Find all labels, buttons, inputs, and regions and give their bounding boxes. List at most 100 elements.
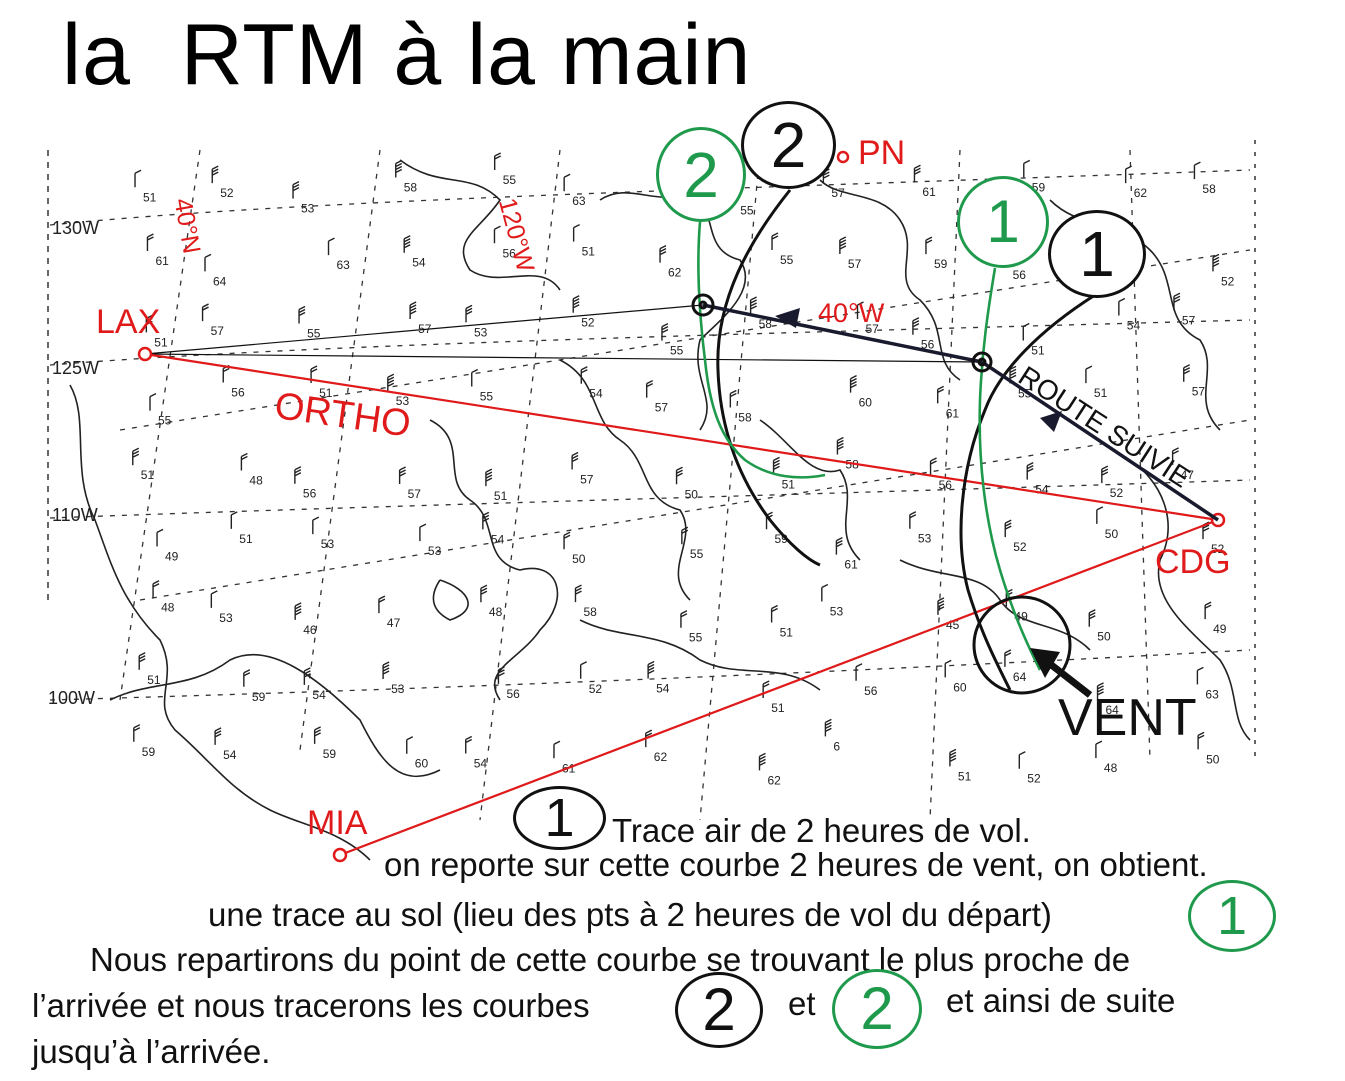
wind-barb [572, 295, 580, 313]
wind-barb [398, 466, 406, 485]
station-value: 59 [934, 257, 948, 271]
wind-barb [1096, 506, 1104, 524]
waypoints [691, 293, 993, 373]
station-value: 54 [412, 256, 426, 270]
wind-barb [382, 661, 390, 679]
wind-barb [574, 584, 582, 603]
wind-barb [579, 661, 587, 679]
station-value: 47 [1181, 468, 1195, 482]
station-value: 64 [1013, 670, 1027, 684]
wind-barb [312, 516, 320, 535]
city-cdg-label: CDG [1155, 543, 1231, 581]
wind-barb [571, 451, 579, 470]
note-badge-black-2: 2 [675, 972, 763, 1048]
wind-barb [133, 724, 141, 742]
station-value: 53 [391, 682, 405, 696]
graticule [49, 149, 1251, 821]
wind-barb [929, 457, 937, 475]
lax-marker [137, 346, 153, 362]
wind-barb [303, 667, 311, 685]
wind-barb [1004, 519, 1012, 538]
station-value: 49 [165, 549, 179, 563]
station-value: 51 [143, 190, 157, 204]
black-badge-1: 1 [1048, 210, 1146, 298]
station-value: 54 [474, 757, 488, 771]
station-value: 58 [759, 317, 773, 331]
wind-barb [132, 447, 140, 466]
station-value: 60 [859, 396, 873, 410]
wind-barb [749, 296, 757, 315]
page-title: la RTM à la main [62, 7, 752, 103]
station-value: 53 [321, 537, 335, 551]
wind-barb [770, 604, 778, 623]
wind-barb [647, 660, 655, 679]
wind-barb [156, 528, 164, 547]
station-value: 54 [223, 748, 237, 762]
air-trace-curve-2 [716, 189, 821, 567]
station-value: 50 [1097, 630, 1111, 644]
wind-barb [1124, 165, 1132, 184]
station-value: 50 [1105, 527, 1119, 541]
wind-barb [913, 164, 921, 183]
station-value: 55 [307, 327, 321, 341]
wind-barb [465, 304, 473, 323]
wind-barb [493, 225, 501, 244]
wind-barb [214, 727, 222, 745]
wind-barb [936, 385, 945, 404]
station-value: 47 [387, 616, 401, 630]
station-value: 51 [582, 245, 596, 259]
wind-barb [849, 375, 857, 393]
note-line-5: l’arrivée et nous tracerons les courbes [32, 987, 590, 1024]
wind-barb [313, 726, 321, 744]
wind-barb [563, 173, 571, 192]
wind-barb [824, 718, 832, 737]
station-value: 49 [1213, 622, 1227, 636]
mia-marker [332, 847, 348, 863]
station-value: 58 [738, 411, 752, 425]
ground-trace-curve-2 [697, 221, 826, 479]
station-value: 52 [220, 186, 234, 200]
station-value: 61 [922, 185, 936, 199]
wind-barb [1173, 292, 1181, 311]
station-value: 57 [1182, 313, 1196, 327]
wind-barb [1204, 601, 1212, 620]
red-routes [144, 352, 1219, 857]
note-badge-green-1: 1 [1188, 880, 1276, 952]
station-value: 53 [219, 611, 233, 625]
station-value: 52 [581, 316, 595, 330]
station-value: 56 [507, 687, 521, 701]
wind-barb [149, 393, 157, 411]
station-value: 57 [866, 322, 880, 336]
station-value: 63 [1205, 687, 1219, 701]
wind-barb [680, 610, 688, 628]
station-value: 63 [572, 194, 586, 208]
station-value: 52 [1110, 486, 1124, 500]
wind-barb [292, 180, 300, 199]
note-line-5-end: et ainsi de suite [946, 982, 1176, 1019]
wind-barb [493, 152, 501, 171]
station-value: 64 [213, 274, 227, 288]
station-value: 57 [848, 257, 862, 271]
wind-barb [395, 159, 403, 178]
wind-barb [210, 590, 218, 608]
station-value: 48 [249, 474, 263, 488]
station-value: 55 [503, 173, 517, 187]
station-value: 55 [689, 631, 703, 645]
wind-barb [1009, 365, 1017, 384]
wind-barb [645, 729, 653, 748]
station-value: 52 [1211, 542, 1225, 556]
station-values: 5152535855635155576159625861646354565162… [141, 173, 1235, 787]
wind-barb [485, 468, 493, 487]
green-badge-2: 2 [656, 127, 746, 222]
wind-barb [944, 659, 952, 678]
station-value: 53 [396, 394, 410, 408]
lon-label-110w: 110W [52, 505, 98, 525]
station-value: 62 [768, 773, 782, 787]
station-value: 64 [1106, 703, 1120, 717]
station-value: 53 [830, 605, 844, 619]
wind-barb [298, 305, 306, 324]
wind-barb [836, 436, 844, 455]
wind-barb [659, 245, 667, 263]
station-value: 50 [572, 552, 586, 566]
wind-barb [1196, 666, 1204, 685]
